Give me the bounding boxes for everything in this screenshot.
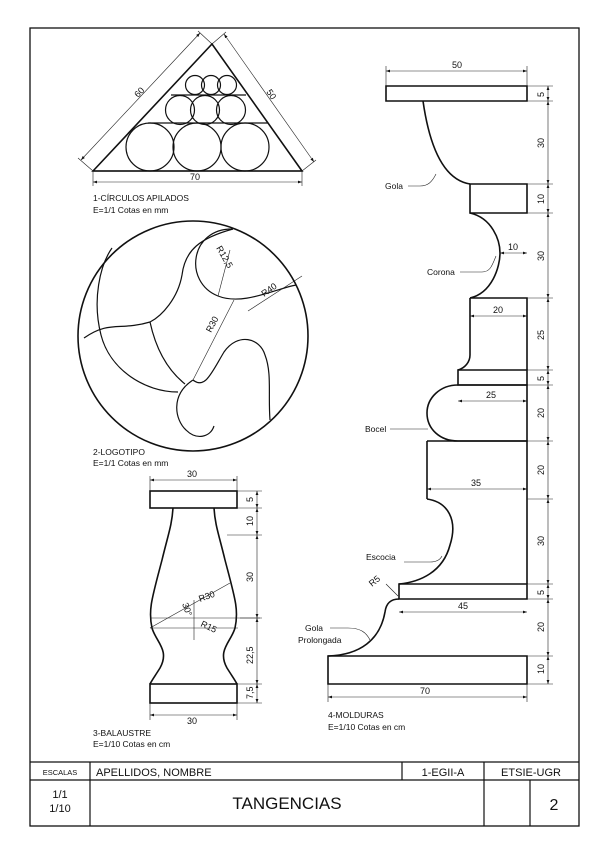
caption-bal-subtitle: E=1/10 Cotas en cm bbox=[93, 739, 170, 749]
dim-circulos-base: 70 bbox=[190, 172, 200, 182]
dim-mold-v7: 20 bbox=[536, 465, 546, 475]
label-gola: Gola bbox=[385, 181, 403, 191]
caption-mold-subtitle: E=1/10 Cotas en cm bbox=[328, 722, 405, 732]
dim-mold-70: 70 bbox=[420, 686, 430, 696]
name-field: APELLIDOS, NOMBRE bbox=[96, 767, 212, 779]
dim-mold-v1: 30 bbox=[536, 138, 546, 148]
dim-mold-v4: 25 bbox=[536, 330, 546, 340]
label-gola-prolongada-2: Prolongada bbox=[298, 635, 342, 645]
dim-mold-v8: 30 bbox=[536, 536, 546, 546]
label-bocel: Bocel bbox=[365, 424, 386, 434]
dim-bal-h5: 7,5 bbox=[245, 686, 255, 699]
dim-mold-v11: 10 bbox=[536, 664, 546, 674]
scale-value-2: 1/10 bbox=[49, 803, 70, 815]
dim-mold-v6: 20 bbox=[536, 408, 546, 418]
dim-mold-v5: 5 bbox=[536, 376, 546, 381]
school-field: ETSIE-UGR bbox=[501, 767, 561, 779]
caption-circulos-subtitle: E=1/1 Cotas en mm bbox=[93, 205, 168, 215]
dim-mold-v9: 5 bbox=[536, 590, 546, 595]
caption-logo-title: 2-LOGOTIPO bbox=[93, 447, 145, 457]
dim-logo-r40: R40 bbox=[259, 281, 278, 299]
label-corona: Corona bbox=[427, 267, 455, 277]
dim-bal-top: 30 bbox=[187, 469, 197, 479]
dim-bal-h4: 22,5 bbox=[245, 646, 255, 664]
dim-bal-bottom: 30 bbox=[187, 716, 197, 726]
dim-mold-r5: R5 bbox=[367, 573, 382, 588]
stacked-circles bbox=[125, 74, 270, 172]
dim-circulos-left: 60 bbox=[132, 85, 146, 99]
dim-bal-angle: 30° bbox=[180, 601, 194, 618]
dim-bal-h3: 30 bbox=[245, 572, 255, 582]
dim-mold-25: 25 bbox=[486, 390, 496, 400]
dim-mold-45: 45 bbox=[458, 601, 468, 611]
dim-mold-20: 20 bbox=[493, 305, 503, 315]
escalas-label: ESCALAS bbox=[43, 768, 78, 777]
vertical-dims: 5 30 10 30 25 5 20 20 30 5 20 10 bbox=[527, 85, 553, 685]
label-gola-prolongada-1: Gola bbox=[305, 623, 323, 633]
caption-circulos-title: 1-CÍRCULOS APILADOS bbox=[93, 193, 189, 203]
group-field: 1-EGII-A bbox=[422, 767, 465, 779]
dim-mold-10: 10 bbox=[508, 242, 518, 252]
dim-bal-r30: R30 bbox=[197, 589, 216, 604]
dim-mold-50: 50 bbox=[452, 60, 462, 70]
dim-mold-v10: 20 bbox=[536, 622, 546, 632]
dim-mold-v2: 10 bbox=[536, 194, 546, 204]
sheet-title: TANGENCIAS bbox=[232, 794, 341, 813]
dim-mold-35: 35 bbox=[471, 478, 481, 488]
dim-bal-r15: R15 bbox=[199, 619, 218, 635]
scale-value-1: 1/1 bbox=[52, 789, 67, 801]
dim-bal-h1: 5 bbox=[245, 497, 255, 502]
sheet-number: 2 bbox=[550, 797, 559, 814]
figure-balaustre: R30 R15 30° 30 30 5 10 30 22,5 7,5 3-BAL… bbox=[93, 469, 262, 749]
caption-bal-title: 3-BALAUSTRE bbox=[93, 728, 151, 738]
dim-bal-h2: 10 bbox=[245, 516, 255, 526]
figure-circulos-apilados: 60 50 70 1-CÍRCULOS APILADOS E=1/1 Cotas… bbox=[77, 30, 317, 215]
title-block: ESCALAS APELLIDOS, NOMBRE 1-EGII-A ETSIE… bbox=[30, 761, 579, 826]
sheet-border bbox=[29, 27, 580, 827]
figure-logotipo: R12,5 R40 R30 2-LOGOTIPO E=1/1 Cotas en … bbox=[77, 220, 309, 468]
caption-mold-title: 4-MOLDURAS bbox=[328, 710, 384, 720]
label-escocia: Escocia bbox=[366, 552, 396, 562]
caption-logo-subtitle: E=1/1 Cotas en mm bbox=[93, 458, 168, 468]
dim-circulos-right: 50 bbox=[264, 87, 278, 101]
dim-mold-v3: 30 bbox=[536, 251, 546, 261]
figure-molduras: Gola Corona Bocel Escocia Gola Prolongad… bbox=[298, 60, 553, 732]
logo-swirls bbox=[83, 228, 297, 437]
dim-mold-v0: 5 bbox=[536, 92, 546, 97]
dim-logo-r12: R12,5 bbox=[214, 244, 235, 270]
